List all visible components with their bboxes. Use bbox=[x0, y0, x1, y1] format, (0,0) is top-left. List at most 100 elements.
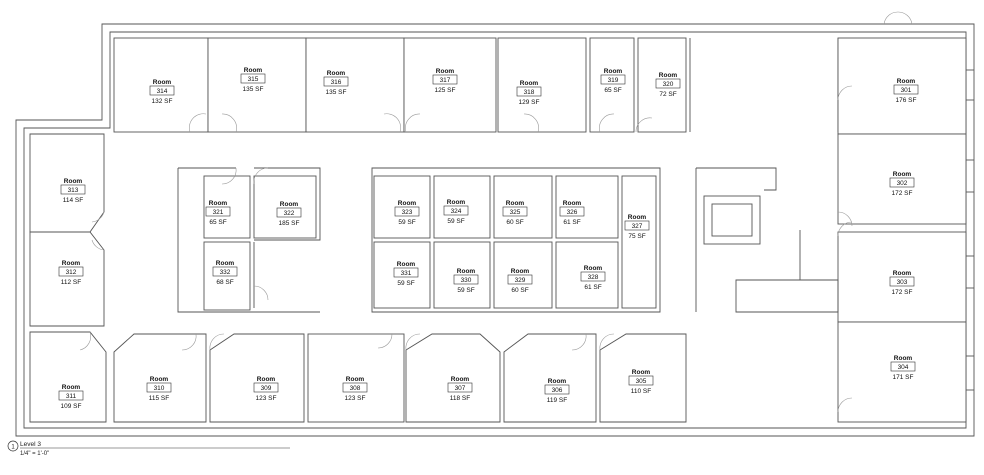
room-number: 306 bbox=[552, 387, 563, 394]
room-label: Room bbox=[632, 369, 651, 376]
room-area: 59 SF bbox=[457, 287, 474, 294]
room-number-box bbox=[394, 206, 420, 217]
room-number: 317 bbox=[440, 77, 451, 84]
room-number: 302 bbox=[897, 180, 908, 187]
room-tag: Room 320 72 SF bbox=[655, 72, 681, 98]
room-number: 318 bbox=[524, 89, 535, 96]
center-left-block bbox=[177, 167, 321, 313]
room-label: Room bbox=[548, 378, 567, 385]
room-label: Room bbox=[327, 70, 346, 77]
room-number-box bbox=[432, 74, 458, 85]
room-area: 59 SF bbox=[397, 280, 414, 287]
door-swings bbox=[79, 11, 913, 413]
room-number: 304 bbox=[898, 364, 909, 371]
room-tag: Room 315 135 SF bbox=[240, 67, 266, 93]
room-number: 313 bbox=[68, 187, 79, 194]
room-area: 115 SF bbox=[149, 395, 170, 402]
room-number-box bbox=[58, 390, 84, 401]
room-area: 59 SF bbox=[398, 219, 415, 226]
room-number-box bbox=[276, 207, 302, 218]
room-number: 307 bbox=[455, 385, 466, 392]
room-number-box bbox=[516, 86, 542, 97]
room-label: Room bbox=[893, 270, 912, 277]
room-area: 185 SF bbox=[279, 220, 300, 227]
room-area: 75 SF bbox=[628, 233, 645, 240]
room-number: 323 bbox=[402, 209, 413, 216]
room-area: 176 SF bbox=[896, 97, 917, 104]
room-area: 72 SF bbox=[659, 91, 676, 98]
room-number-box bbox=[393, 267, 419, 278]
room-label: Room bbox=[511, 268, 530, 275]
bottom-row-walls bbox=[113, 333, 687, 423]
room-tag: Room 308 123 SF bbox=[342, 376, 368, 402]
room-number: 309 bbox=[261, 385, 272, 392]
room-area: 123 SF bbox=[345, 395, 366, 402]
room-number: 301 bbox=[901, 87, 912, 94]
room-area: 112 SF bbox=[61, 279, 82, 286]
room-area: 60 SF bbox=[506, 219, 523, 226]
room-label: Room bbox=[447, 199, 466, 206]
room-label: Room bbox=[506, 200, 525, 207]
room-number: 314 bbox=[157, 88, 168, 95]
room-area: 59 SF bbox=[447, 218, 464, 225]
room-area: 171 SF bbox=[893, 374, 914, 381]
room-number: 308 bbox=[350, 385, 361, 392]
room-label: Room bbox=[893, 171, 912, 178]
room-number-box bbox=[240, 73, 266, 84]
room-number: 322 bbox=[284, 210, 295, 217]
room-label: Room bbox=[520, 80, 539, 87]
room-number: 325 bbox=[510, 209, 521, 216]
room-label: Room bbox=[346, 376, 365, 383]
room-number-box bbox=[655, 78, 681, 89]
room-tag: Room 313 114 SF bbox=[60, 178, 86, 204]
room-label: Room bbox=[209, 200, 228, 207]
room-label: Room bbox=[257, 376, 276, 383]
room-number-box bbox=[212, 266, 238, 277]
room-label: Room bbox=[397, 261, 416, 268]
room-tag: Room 325 60 SF bbox=[502, 200, 528, 226]
room-area: 135 SF bbox=[243, 86, 264, 93]
view-number: 1 bbox=[11, 445, 15, 451]
room-area: 68 SF bbox=[216, 279, 233, 286]
room-label: Room bbox=[659, 72, 678, 79]
room-area: 114 SF bbox=[63, 197, 84, 204]
room-number-box bbox=[205, 206, 231, 217]
room-number-box bbox=[890, 361, 916, 372]
stair-core bbox=[695, 167, 839, 313]
room-number: 310 bbox=[154, 385, 165, 392]
view-title-block: 1 Level 3 1/4" = 1'-0" bbox=[7, 440, 290, 457]
room-label: Room bbox=[244, 67, 263, 74]
room-number-box bbox=[342, 382, 368, 393]
room-number: 315 bbox=[248, 76, 259, 83]
room-label: Room bbox=[604, 68, 623, 75]
room-number-box bbox=[502, 206, 528, 217]
room-label: Room bbox=[457, 268, 476, 275]
room-area: 118 SF bbox=[450, 395, 471, 402]
room-number: 311 bbox=[66, 393, 77, 400]
room-label: Room bbox=[64, 178, 83, 185]
room-label: Room bbox=[584, 265, 603, 272]
room-number: 320 bbox=[663, 81, 674, 88]
